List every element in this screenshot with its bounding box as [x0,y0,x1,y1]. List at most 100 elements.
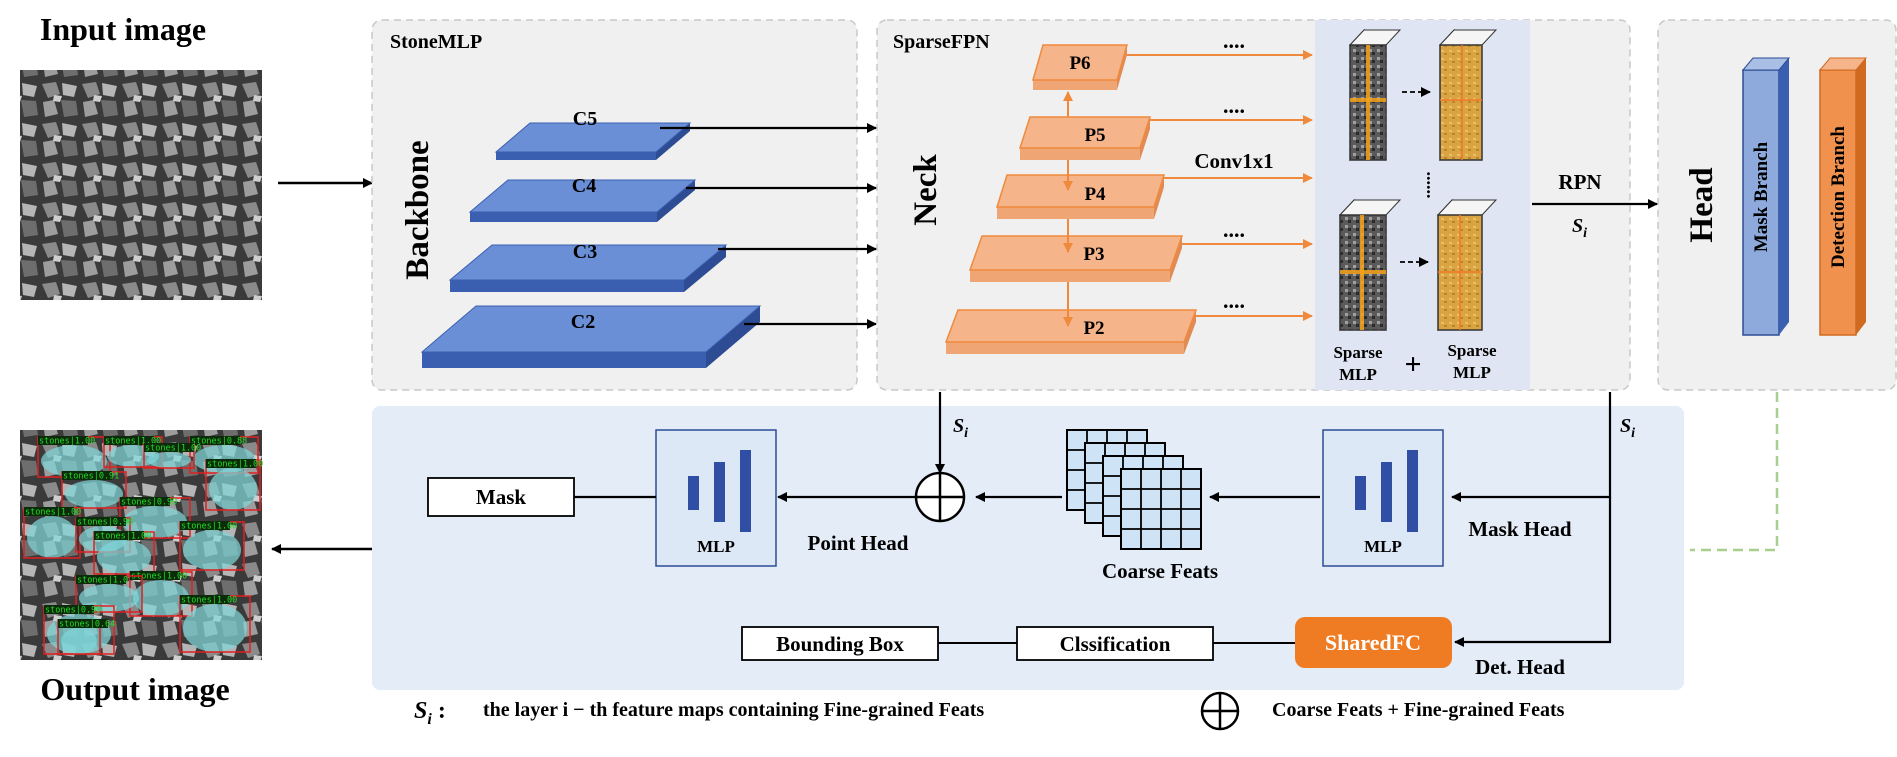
coarse-feats-label: Coarse Feats [1102,559,1218,583]
p3-layer [968,235,1184,282]
sparse-mlp-bottom-in [1338,198,1402,332]
bbox-label: Bounding Box [776,632,904,656]
rpn-label: RPN [1558,170,1601,194]
detection-label: stones|0.91 [63,472,119,482]
detection-label: stones|1.0 [77,576,128,586]
classification-label: Clssification [1060,632,1171,656]
detection-mask [133,580,189,616]
detection-label: stones|0.88 [191,437,247,447]
sparse-mlp-bottom-out [1436,198,1498,332]
head-to-pipeline-connector [1690,392,1779,552]
detection-label: stones|1.00 [25,508,81,518]
dots-p6: .... [1223,28,1245,53]
p5-layer [1018,116,1152,160]
backbone-label: Backbone [400,140,436,279]
sparse-mlp-label-1b: MLP [1339,365,1377,384]
oplus-symbol [914,471,966,523]
p4-label: P4 [1084,184,1106,205]
detection-label: stones|0.99 [121,498,177,508]
input-image [20,70,262,300]
rpn-si-line-det [1454,497,1612,647]
detection-label: stones|0.98 [77,518,133,528]
detection-label: stones|1.00 [95,532,151,542]
detection-label-bg [76,575,126,584]
dots-p3: .... [1223,217,1245,242]
detection-mask [147,452,191,468]
detection-label-bg [58,619,108,628]
sharedfc-box [1295,617,1452,668]
rpn-down-si: Si [1620,415,1635,441]
detection-mask [61,628,97,654]
detection-label-bg [180,521,230,530]
c5-label: C5 [573,108,597,130]
dots-p2: .... [1223,288,1245,313]
sharedfc-label: SharedFC [1325,630,1421,655]
conv-label: Conv1x1 [1194,149,1273,173]
sparsefpn-title: SparseFPN [893,31,990,53]
c5-layer [494,122,692,160]
bbox-box [741,626,939,661]
detection-label: stones|1.00 [105,437,161,447]
output-image-title: Output image [40,671,229,707]
detection-label: stones|1.00 [181,596,237,606]
sparse-mlp-region [1315,20,1530,390]
detection-label-bg [38,436,88,445]
p3-label: P3 [1083,244,1104,265]
p2-label: P2 [1083,318,1104,339]
point-head-mlp-label: MLP [697,537,735,556]
legend-oplus-symbol [1200,691,1240,731]
detection-label-bg [130,571,180,580]
detection-label: stones|1.00 [145,444,201,454]
detection-label: stones|1.00 [39,437,95,447]
detection-mask [97,540,151,574]
sparse-mlp-top-in [1348,28,1402,162]
stonemlp-title: StoneMLP [390,31,482,53]
detection-label-bg [62,471,112,480]
mask-head-mlp-label: MLP [1364,537,1402,556]
point-head-label: Point Head [808,531,909,555]
mask-box [427,477,575,517]
mask-head-label: Mask Head [1468,517,1572,541]
p6-label: P6 [1069,53,1090,74]
dots-p5: .... [1223,93,1245,118]
detection-label-bg [206,459,256,468]
p6-layer [1032,44,1128,90]
point-head-mlp [655,429,777,567]
c4-label: C4 [572,175,596,197]
detection-mask [183,530,241,570]
c3-layer [448,244,728,292]
legend-si-desc: the layer i − th feature maps containing… [483,699,984,721]
detection-mask [209,468,257,510]
sparse-plus: + [1404,348,1421,381]
legend-oplus-desc: Coarse Feats + Fine-grained Feats [1272,699,1565,721]
detection-label-bg [24,507,74,516]
detection-mask [27,516,77,558]
c2-label: C2 [571,311,595,333]
detection-mask [183,604,247,652]
p2-layer [944,309,1198,354]
mask-head-mlp [1322,429,1444,567]
detection-label-bg [76,517,126,526]
legend-si: Si : [414,698,446,728]
mask-branch-block [1741,57,1791,336]
sparse-mlp-label-2b: MLP [1453,363,1491,382]
sparse-mlp-label-2a: Sparse [1447,341,1497,360]
detection-branch-block [1818,57,1868,336]
detection-label-bg [180,595,230,604]
det-head-label: Det. Head [1475,655,1565,679]
detection-label-bg [144,443,194,452]
p4-layer [995,174,1166,219]
detection-label: stones|0.99 [45,606,101,616]
c4-layer [468,179,697,222]
p5-label: P5 [1084,125,1105,146]
rpn-si: Si [1572,215,1587,241]
neck-label: Neck [908,154,944,226]
detection-label: stones|0.64 [59,620,115,630]
detection-label: stones|1.00 [131,572,187,582]
detection-label-bg [120,497,170,506]
mask-label: Mask [476,485,526,509]
neck-si: Si [953,415,968,441]
detection-label-bg [94,531,144,540]
head-label: Head [1684,167,1720,242]
